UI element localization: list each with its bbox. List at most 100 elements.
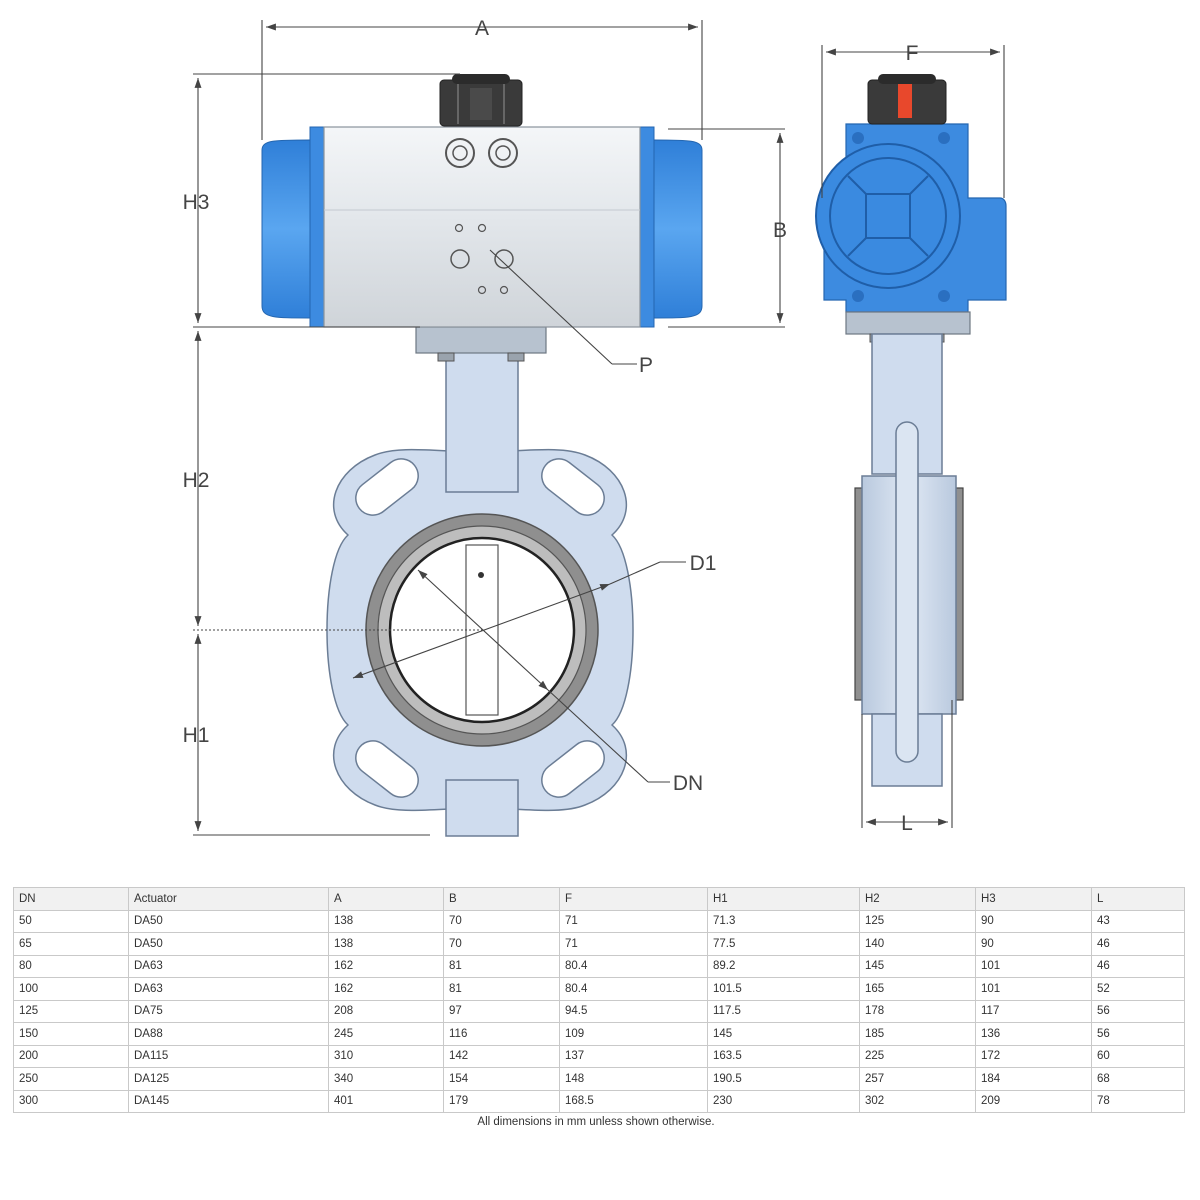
column-header: H1	[707, 887, 860, 911]
side-disc	[895, 421, 919, 763]
table-cell: 117.5	[707, 999, 860, 1023]
table-cell: 163.5	[707, 1044, 860, 1068]
table-cell: 56	[1091, 1022, 1185, 1046]
column-header: DN	[13, 887, 129, 911]
table-cell: 310	[328, 1044, 444, 1068]
table-cell: 125	[13, 999, 129, 1023]
table-cell: 172	[975, 1044, 1092, 1068]
table-cell: DA50	[128, 909, 329, 933]
dim-label-b: B	[773, 219, 787, 242]
table-cell: 43	[1091, 909, 1185, 933]
table-cell: 50	[13, 909, 129, 933]
side-dimensions	[821, 45, 1005, 828]
table-cell: 94.5	[559, 999, 708, 1023]
table-cell: 70	[443, 932, 560, 956]
table-cell: 71	[559, 909, 708, 933]
table-cell: 80.4	[559, 954, 708, 978]
table-cell: 190.5	[707, 1067, 860, 1091]
table-cell: 302	[859, 1089, 976, 1113]
table-cell: 148	[559, 1067, 708, 1091]
table-cell: 80.4	[559, 977, 708, 1001]
table-cell: 109	[559, 1022, 708, 1046]
table-cell: 101	[975, 977, 1092, 1001]
table-cell: 179	[443, 1089, 560, 1113]
table-cell: 100	[13, 977, 129, 1001]
table-cell: 230	[707, 1089, 860, 1113]
position-indicator-red	[898, 84, 912, 118]
table-cell: 162	[328, 977, 444, 1001]
table-cell: 145	[707, 1022, 860, 1046]
dim-label-d1: D1	[690, 552, 717, 575]
table-cell: 46	[1091, 954, 1185, 978]
dim-label-f: F	[906, 42, 919, 65]
dim-label-h3: H3	[183, 191, 210, 214]
column-header: A	[328, 887, 444, 911]
table-cell: 184	[975, 1067, 1092, 1091]
table-cell: 401	[328, 1089, 444, 1113]
table-cell: 162	[328, 954, 444, 978]
table-cell: 225	[859, 1044, 976, 1068]
valve-technical-drawing: A H3 H2 H1 B P D1 DN	[183, 17, 1007, 837]
table-cell: 97	[443, 999, 560, 1023]
side-view: F L	[815, 42, 1007, 835]
dimension-note: All dimensions in mm unless shown otherw…	[477, 1116, 715, 1128]
table-cell: DA50	[128, 932, 329, 956]
column-header: H3	[975, 887, 1092, 911]
table-cell: DA125	[128, 1067, 329, 1091]
table-cell: 71	[559, 932, 708, 956]
table-cell: 168.5	[559, 1089, 708, 1113]
table-cell: 136	[975, 1022, 1092, 1046]
table-cell: 81	[443, 954, 560, 978]
table-cell: 116	[443, 1022, 560, 1046]
dim-label-h2: H2	[183, 469, 210, 492]
table-cell: 245	[328, 1022, 444, 1046]
table-cell: 165	[859, 977, 976, 1001]
table-cell: 70	[443, 909, 560, 933]
table-cell: 208	[328, 999, 444, 1023]
table-cell: 257	[859, 1067, 976, 1091]
table-cell: 90	[975, 909, 1092, 933]
table-cell: 46	[1091, 932, 1185, 956]
table-cell: DA115	[128, 1044, 329, 1068]
table-cell: 78	[1091, 1089, 1185, 1113]
dim-label-h1: H1	[183, 724, 210, 747]
column-header: L	[1091, 887, 1185, 911]
column-header: F	[559, 887, 708, 911]
actuator	[261, 74, 703, 328]
table-cell: 209	[975, 1089, 1092, 1113]
table-cell: 80	[13, 954, 129, 978]
table-cell: 200	[13, 1044, 129, 1068]
table-cell: 101.5	[707, 977, 860, 1001]
table-cell: 178	[859, 999, 976, 1023]
table-cell: 142	[443, 1044, 560, 1068]
dim-label-l: L	[901, 812, 913, 835]
table-cell: 90	[975, 932, 1092, 956]
table-cell: 138	[328, 932, 444, 956]
table-cell: 52	[1091, 977, 1185, 1001]
table-cell: 60	[1091, 1044, 1185, 1068]
table-cell: 101	[975, 954, 1092, 978]
table-cell: DA63	[128, 977, 329, 1001]
table-cell: 68	[1091, 1067, 1185, 1091]
front-dimensions	[193, 20, 785, 836]
table-cell: DA75	[128, 999, 329, 1023]
table-cell: 185	[859, 1022, 976, 1046]
column-header: Actuator	[128, 887, 329, 911]
dim-label-dn: DN	[673, 772, 703, 795]
table-cell: 65	[13, 932, 129, 956]
table-cell: 56	[1091, 999, 1185, 1023]
table-cell: 71.3	[707, 909, 860, 933]
table-cell: 140	[859, 932, 976, 956]
table-cell: 300	[13, 1089, 129, 1113]
mounting-flange	[415, 326, 547, 354]
table-cell: DA145	[128, 1089, 329, 1113]
